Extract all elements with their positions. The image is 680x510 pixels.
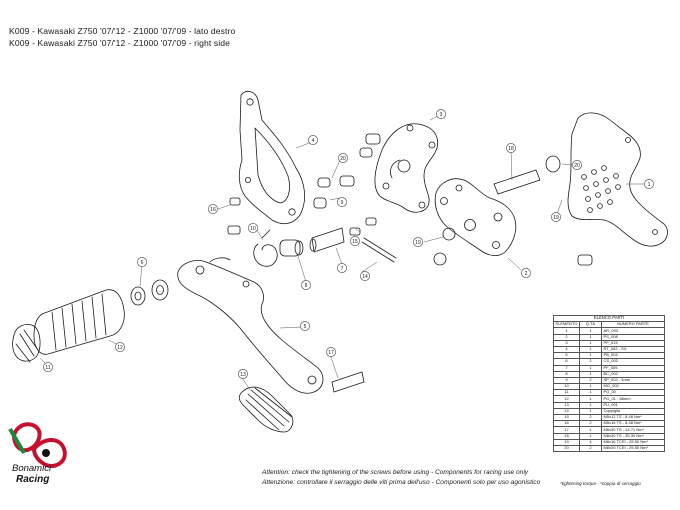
heel-guard-plate [238, 90, 306, 225]
callout-number: 8 [305, 283, 308, 289]
element-cell: 20 [553, 444, 580, 453]
callout-number: 9 [341, 200, 344, 206]
callout-number: 4 [312, 138, 315, 144]
callout-circle [137, 257, 147, 267]
callout-number: 17 [328, 350, 334, 356]
callout-circle [572, 160, 582, 170]
callout-number: 1 [648, 182, 651, 188]
callout-number: 2 [525, 271, 528, 277]
title-english: K009 - Kawasaki Z750 '07/'12 - Z1000 '07… [9, 38, 231, 48]
callout-circle [248, 223, 258, 233]
callout-circle [115, 342, 125, 352]
callout-circle [338, 153, 348, 163]
callout-number: 14 [362, 274, 368, 280]
brake-lever [177, 257, 324, 394]
lower-bracket [434, 178, 517, 256]
callout-circle [413, 237, 423, 247]
col-header-element: ELEMENTO [553, 321, 580, 329]
callout-number: 19 [415, 240, 421, 246]
callout-circle [300, 321, 310, 331]
callout-number: 18 [508, 146, 514, 152]
brake-pedal-rubber [238, 386, 294, 433]
callout-number: 12 [117, 345, 123, 351]
callout-circle [308, 135, 318, 145]
callout-circle [506, 143, 516, 153]
torque-note: *tightening torque - *coppia di serraggi… [560, 481, 641, 486]
callout-circle [208, 204, 218, 214]
callout-circle [521, 268, 531, 278]
callout-circle [350, 236, 360, 246]
callout-circle [337, 197, 347, 207]
callout-circle [301, 280, 311, 290]
callout-number: 7 [341, 266, 344, 272]
callout-circle [337, 263, 347, 273]
footpeg-end-cap [12, 324, 41, 363]
callout-number: 10 [250, 226, 256, 232]
callout-number: 13 [240, 372, 246, 378]
note-english: Attention: check the tightening of the s… [262, 469, 529, 476]
callout-number: 20 [574, 163, 580, 169]
note-italian: Attenzione: controllare il serraggio del… [262, 479, 541, 486]
parts-list-table: ELENCO PARTI ELEMENTO Q.TÀ NUMERO PARTE … [553, 314, 666, 453]
callout-circle [551, 212, 561, 222]
callout-number: 6 [141, 260, 144, 266]
brand-name: Bonamici [12, 463, 52, 474]
mounting-bracket [374, 123, 439, 213]
callout-number: 3 [440, 112, 443, 118]
callout-number: 15 [352, 239, 358, 245]
part-number-cell: M8x20 TCEI - 25.50 Nm* [600, 444, 666, 453]
bonamici-logo [8, 422, 67, 468]
callout-circle [436, 109, 446, 119]
callout-number: 11 [45, 365, 50, 371]
callout-number: 5 [304, 324, 307, 330]
callout-number: 16 [210, 207, 216, 213]
callout-number: 19 [553, 215, 559, 221]
footpeg-body [33, 289, 125, 355]
callout-circle [326, 347, 336, 357]
callout-circle [360, 271, 370, 281]
title-italian: K009 - Kawasaki Z750 '07/'12 - Z1000 '07… [9, 26, 236, 36]
brand-racing: Racing [16, 474, 50, 485]
rear-set-plate [567, 112, 668, 247]
quantity-cell: 2 [578, 444, 602, 453]
callout-number: 20 [340, 156, 346, 162]
callout-circle [644, 179, 654, 189]
callout-circle [43, 362, 53, 372]
callout-circle [238, 369, 248, 379]
